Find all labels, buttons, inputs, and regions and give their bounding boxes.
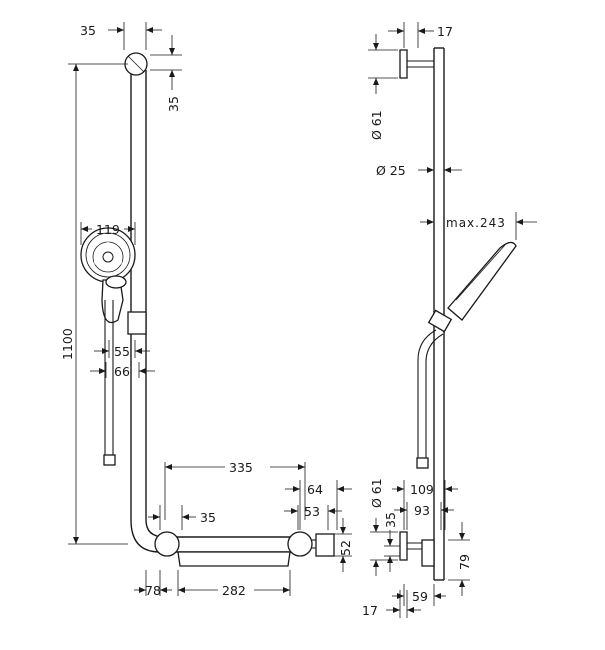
dim-label-bottom-height: 79 [457, 554, 472, 570]
shower-hose [103, 300, 116, 466]
dim-label-bottom-depth-small: 59 [412, 589, 428, 604]
dim-rail-diameter: Ø 25 [376, 163, 462, 178]
dim-bottom-offset: 17 [362, 590, 421, 618]
dim-bar-end-depth: 64 [285, 480, 352, 530]
dim-label-bar-end-height: 52 [338, 540, 353, 556]
dim-label-bar-depth: 78 [145, 583, 161, 598]
dim-label-bottom-offset: 17 [362, 603, 378, 618]
dim-label-shelf-width: 282 [222, 583, 246, 598]
dim-holder-inner: 55 [94, 340, 150, 359]
dim-bottom-height: 79 [448, 522, 472, 596]
dim-bar-end-height: 52 [332, 518, 353, 572]
dim-bottom-flange: Ø 61 [369, 478, 398, 576]
dim-label-bottom-inner: 93 [414, 503, 430, 518]
dim-label-bar-end-depth: 64 [307, 482, 323, 497]
dim-head-width: 119 [80, 222, 136, 245]
hand-shower [80, 227, 136, 324]
right-bar-end [287, 531, 313, 557]
grab-bar-shelf [154, 531, 335, 567]
dim-label-corner: 35 [200, 510, 216, 525]
dim-shelf-width: 282 [177, 570, 291, 598]
top-wall-flange [399, 49, 408, 79]
dim-label-rail-diameter: Ø 25 [376, 163, 406, 178]
dim-corner: 35 [148, 505, 216, 530]
dim-bottom-depth: 109 [392, 480, 458, 530]
dim-bottom-inner: 93 [394, 502, 454, 530]
slider-holder [127, 311, 147, 335]
dim-total-height: 1100 [60, 63, 128, 545]
dim-label-bar-length: 335 [229, 460, 253, 475]
side-hand-shower [416, 241, 517, 469]
dim-label-head-width: 119 [96, 222, 120, 237]
dim-label-bar-end-inner: 53 [304, 504, 320, 519]
bottom-wall-flange [399, 531, 408, 561]
shelf [177, 551, 291, 567]
dim-top-bracket-drop: 35 [150, 35, 182, 112]
dim-bottom-vertical: 35 [383, 512, 400, 572]
dim-label-top-offset: 17 [437, 24, 453, 39]
dim-label-bottom-flange: Ø 61 [369, 478, 384, 508]
dim-label-rail-offset: 35 [80, 23, 96, 38]
dim-label-top-flange: Ø 61 [369, 110, 384, 140]
left-elevation-view: 35 35 1100 119 [60, 22, 353, 598]
dim-label-holder-outer: 66 [114, 364, 130, 379]
dim-bar-end-inner: 53 [284, 504, 342, 530]
dim-label-holder-inner: 55 [114, 344, 130, 359]
left-bar-end [154, 531, 180, 557]
dim-bar-depth: 78 [134, 570, 172, 598]
dim-top-offset: 17 [388, 22, 453, 48]
dim-label-total-height: 1100 [60, 328, 75, 360]
dim-top-flange: Ø 61 [368, 34, 398, 140]
dim-label-bottom-vertical: 35 [383, 512, 398, 528]
dim-label-bottom-depth: 109 [410, 482, 434, 497]
dim-rail-offset: 35 [80, 22, 162, 50]
dim-label-shower-reach: max.243 [446, 216, 506, 230]
dim-bottom-depth-small: 59 [392, 584, 446, 606]
wall-rail [124, 52, 300, 553]
right-side-view: 17 Ø 61 Ø 25 max.243 [362, 22, 537, 618]
dim-bar-length: 335 [164, 460, 306, 520]
dim-holder-outer: 66 [90, 362, 155, 379]
dim-shower-reach: max.243 [420, 212, 537, 240]
dim-label-bracket-drop: 35 [166, 96, 181, 112]
